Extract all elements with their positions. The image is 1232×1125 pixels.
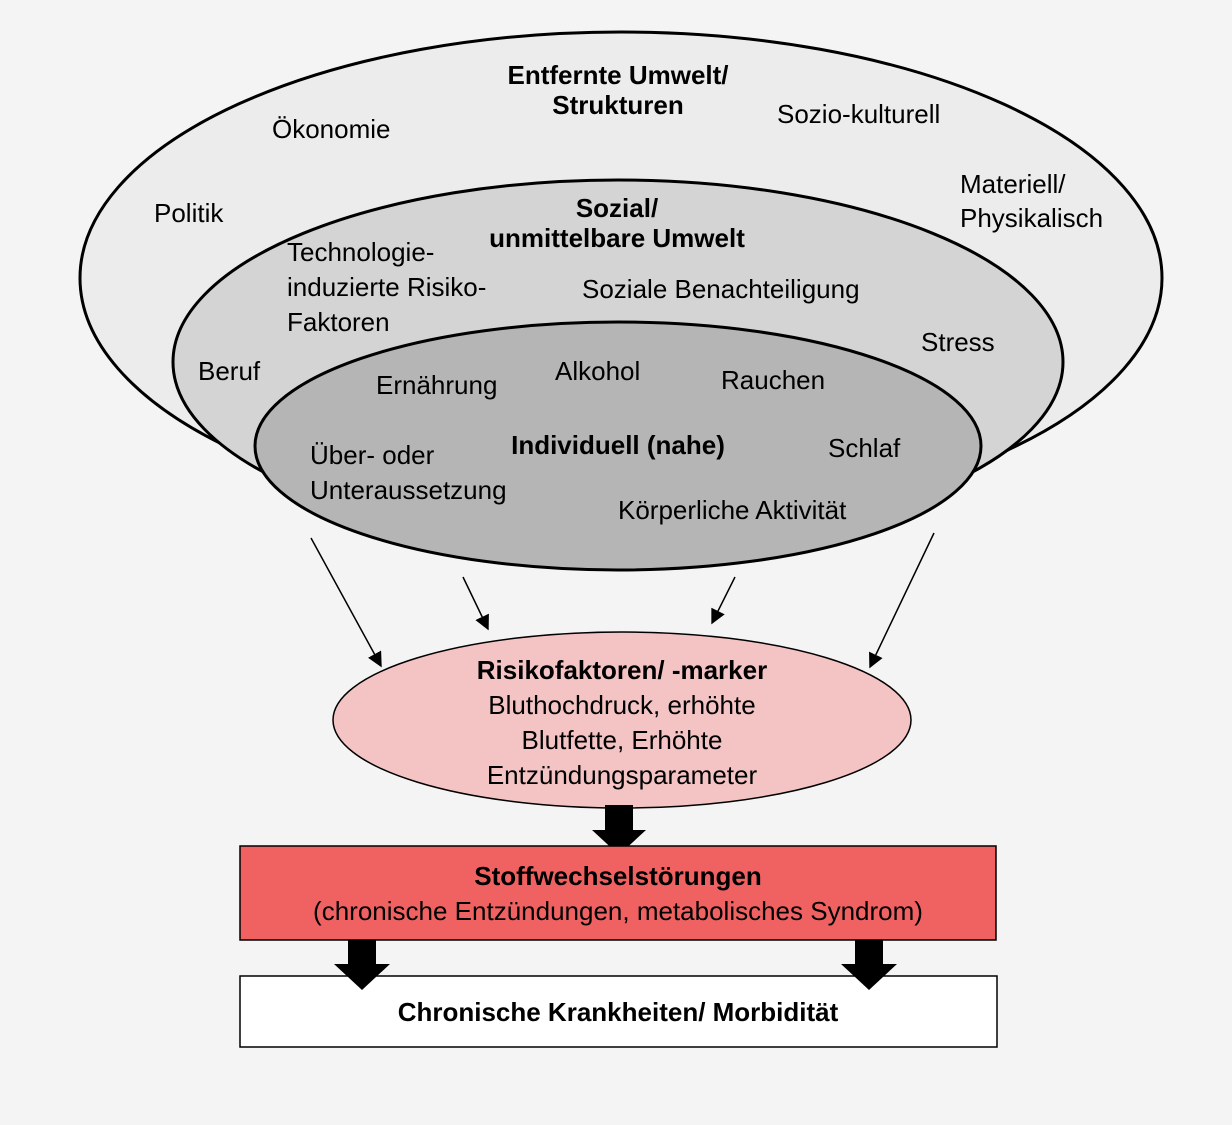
metabolic-box: [239, 845, 997, 941]
risk-line-1: Bluthochdruck, erhöhte: [488, 690, 755, 720]
metabolic-title: Stoffwechselstörungen: [474, 861, 761, 891]
label-technologie-2: induzierte Risiko-: [287, 272, 486, 302]
label-soziale-benachteiligung: Soziale Benachteiligung: [582, 274, 860, 304]
thick-arrow-right: [841, 940, 897, 990]
label-sozio-kulturell: Sozio-kulturell: [777, 99, 940, 129]
label-alkohol: Alkohol: [555, 356, 640, 386]
risk-line-2: Blutfette, Erhöhte: [522, 725, 723, 755]
arrow-outer-right: [869, 532, 935, 669]
label-technologie-3: Faktoren: [287, 307, 390, 337]
label-rauchen: Rauchen: [721, 365, 825, 395]
arrow-inner-left: [462, 576, 489, 631]
label-physikalisch: Physikalisch: [960, 203, 1103, 233]
chronic-title: Chronische Krankheiten/ Morbidität: [398, 997, 839, 1027]
risk-title: Risikofaktoren/ -marker: [477, 655, 767, 685]
label-stress: Stress: [921, 327, 995, 357]
label-politik: Politik: [154, 198, 224, 228]
label-beruf: Beruf: [198, 356, 261, 386]
label-materiell: Materiell/: [960, 169, 1066, 199]
thick-arrow-center: [592, 805, 646, 855]
label-ueber-oder: Über- oder: [310, 440, 435, 470]
arrow-inner-right: [711, 576, 736, 625]
outer-title-1: Entfernte Umwelt/: [507, 60, 728, 90]
thick-arrow-left: [334, 940, 390, 990]
risk-line-3: Entzündungsparameter: [487, 760, 758, 790]
label-koerperliche-aktivitaet: Körperliche Aktivität: [618, 495, 847, 525]
label-unteraussetzung: Unteraussetzung: [310, 475, 507, 505]
label-technologie-1: Technologie-: [287, 237, 434, 267]
middle-title-2: unmittelbare Umwelt: [489, 223, 745, 253]
label-oekonomie: Ökonomie: [272, 114, 391, 144]
inner-ellipse: [253, 320, 983, 572]
outer-title-2: Strukturen: [552, 90, 683, 120]
label-schlaf: Schlaf: [828, 433, 901, 463]
inner-title: Individuell (nahe): [511, 430, 725, 460]
label-ernaehrung: Ernährung: [376, 370, 497, 400]
metabolic-subtitle: (chronische Entzündungen, metabolisches …: [313, 896, 923, 926]
arrow-outer-left: [310, 537, 382, 668]
middle-title-1: Sozial/: [576, 193, 658, 223]
